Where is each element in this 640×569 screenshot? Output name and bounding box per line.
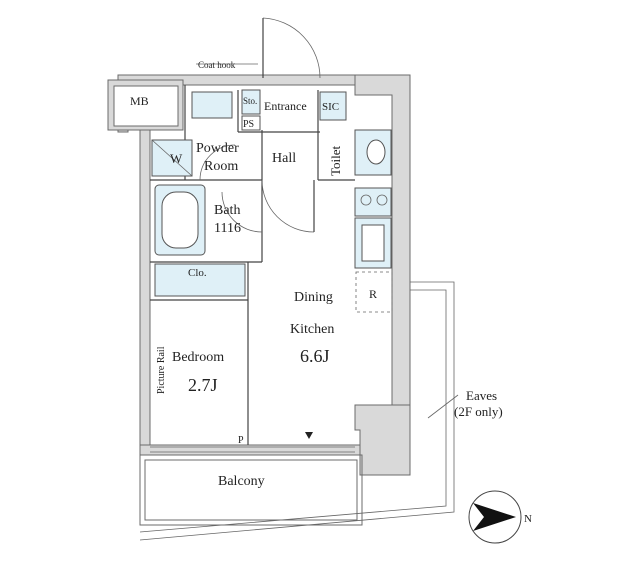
eaves-line [139,281,455,541]
door-swing [199,144,236,181]
eaves-label-1: Eaves [466,388,497,403]
eaves-outline [139,63,459,541]
toilet-bowl [366,139,386,165]
bath-label: Bath [214,203,240,218]
fridge-label: R [369,287,377,301]
balcony-label: Balcony [218,474,265,489]
partitions [150,85,355,445]
ps-label: PS [243,119,254,130]
bathtub-inner [161,191,199,249]
picture-rail-label: Picture Rail [156,346,167,394]
burner [376,194,388,206]
powder-room-label-2: Room [204,159,238,174]
dk-size-label: 6.6J [300,346,330,366]
entrance-door[interactable] [262,17,321,79]
fixtures [151,89,393,313]
eaves-label-2: (2F only) [454,404,503,419]
powder-room-label-1: Powder [196,141,239,156]
east-corner [354,404,411,476]
powder-door[interactable] [199,144,236,181]
window-marker [305,432,313,439]
storage-box [241,89,261,115]
door-swing [261,179,315,233]
toilet-label: Toilet [328,145,343,176]
door-swing [262,17,321,79]
entrance-label: Entrance [264,99,307,113]
south-bottom-wall [139,444,361,456]
balcony-outline [139,454,363,526]
eaves-line-inner [139,289,447,533]
burner [360,194,372,206]
fridge-space [355,271,393,313]
hall-label: Hall [272,151,296,166]
sic-box [319,91,347,121]
w-label: W [170,151,183,166]
closet [154,263,246,297]
mb-inner [113,85,179,127]
balcony-inner [144,459,358,521]
compass-n-label: N [524,513,532,525]
room-labels: MB Coat hook Sto. PS Entrance SIC Powder… [130,60,503,489]
balcony-structure [139,432,363,526]
closet-label: Clo. [188,267,207,279]
south-wall [139,129,151,456]
coat-hook-label: Coat hook [198,60,236,70]
bath-door[interactable] [221,191,263,233]
stove [354,187,392,217]
door-swing [221,191,263,233]
vanity-sink [191,91,233,119]
mb-label: MB [130,94,149,108]
sic-label: SIC [322,101,339,113]
kitchen-label: Kitchen [290,322,334,337]
sink-basin [361,224,385,262]
w-diagonal [151,139,193,177]
compass: N [468,490,532,544]
bedroom-label: Bedroom [172,350,224,365]
ps-box [241,115,261,131]
p-label: P [238,435,244,446]
sto-label: Sto. [243,96,257,106]
bedroom-size-label: 2.7J [188,375,218,395]
bath-size-label: 1116 [214,221,241,236]
north-arrow-icon [473,503,516,531]
dining-label: Dining [294,290,333,305]
eaves-leader [427,394,459,419]
hall-door[interactable] [261,179,315,233]
outer-walls [107,74,411,476]
